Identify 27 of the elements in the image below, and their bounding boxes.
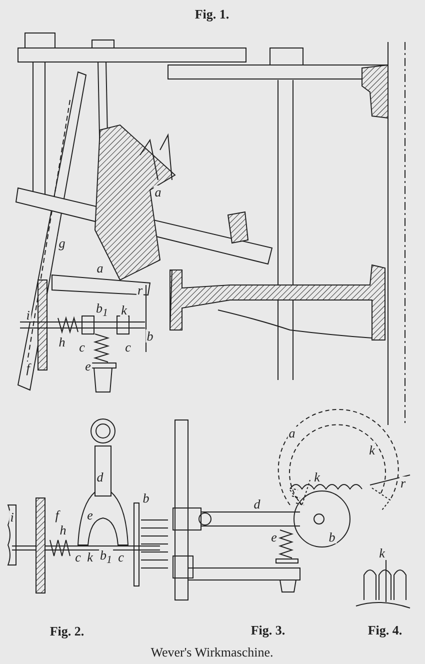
figure-label: Fig. 2. [48, 624, 86, 638]
part-letter: r [399, 476, 407, 490]
caption: Wever's Wirkmaschine. [150, 646, 274, 658]
part-letter: b [142, 492, 150, 504]
part-letter: a [288, 426, 296, 440]
part-letter: k [313, 470, 321, 484]
part-letter: b [146, 330, 154, 342]
part-letter: h [58, 524, 68, 536]
part-letter: k [368, 444, 376, 456]
figure-label: Fig. 4. [366, 624, 404, 636]
part-letter: k [120, 304, 128, 316]
figure-label: Fig. 1. [194, 8, 230, 20]
part-letter: i [25, 308, 31, 322]
part-letter: b [328, 530, 336, 544]
part-letter: d [252, 498, 262, 510]
part-letter: i [9, 510, 15, 524]
part-letter: k [86, 550, 94, 564]
part-letter: a [154, 186, 162, 198]
part-letter: f [25, 362, 31, 374]
part-letter: e [84, 360, 92, 372]
part-letter: b$_{1}$ [99, 548, 113, 566]
part-letter: d [96, 470, 104, 484]
part-letter: f [54, 508, 60, 522]
figure-label: Fig. 3. [250, 624, 286, 636]
part-letter: h [58, 336, 66, 348]
part-letter: k [378, 546, 386, 560]
part-letter: b$_{1}$ [95, 301, 109, 319]
